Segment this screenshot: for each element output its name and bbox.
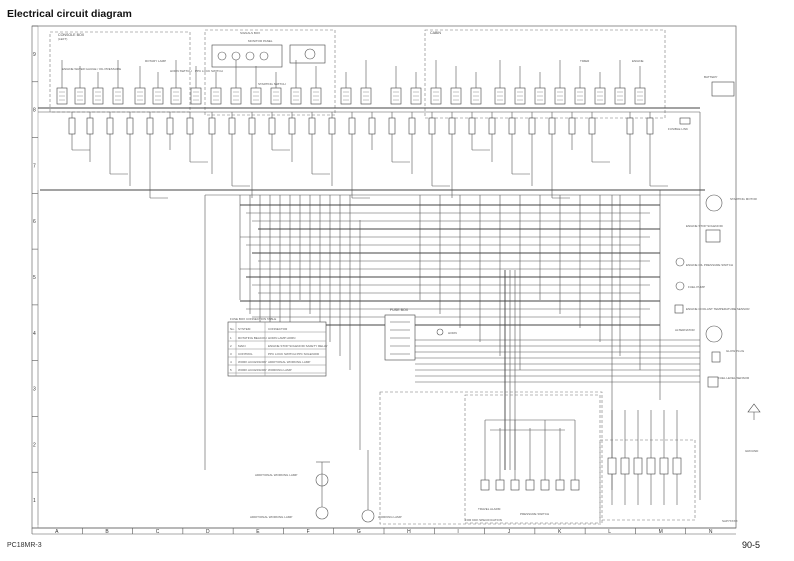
horn-label: HORN (448, 331, 457, 335)
grid-col-M: M (659, 529, 663, 535)
monitor-panel-label: MONITOR PANEL (248, 39, 273, 43)
grid-row-8: 8 (33, 108, 36, 114)
alternator-label: ALTERNATOR (675, 328, 696, 332)
vertical-wires (68, 112, 668, 199)
fuse-row-connector: ADDITIONAL WORKING LAMP (268, 360, 310, 364)
fuel-pump-label: FUEL PUMP (688, 285, 705, 289)
signal-box-label: SIGNALS BOX (240, 31, 260, 35)
kdk-wires (480, 419, 580, 491)
grid-row-1: 1 (33, 498, 36, 504)
grid-col-H: H (407, 529, 411, 535)
battery-label: BATTERY (704, 75, 718, 79)
fuse-row-no: 4 (230, 360, 232, 364)
starting-motor-label: STARTING MOTOR (730, 197, 758, 201)
fuse-row-no: 1 (230, 336, 232, 340)
fuse-table-title: FUSE BOX CONNECTION TABLE (230, 317, 276, 321)
horn-switch-label: HORN SWITCH (170, 69, 192, 73)
fuse-table-header: CONNECTOR (268, 327, 288, 331)
page-title: Electrical circuit diagram (7, 8, 132, 20)
coolant-sensor-label: ENGINE COOLANT TEMPERATURE SENSOR (686, 307, 750, 311)
fuse-box: FUSE BOX HORN (384, 308, 457, 361)
glow-plug-label: GLOW PLUG (726, 349, 745, 353)
fuse-connection-table: FUSE BOX CONNECTION TABLE No.SYSTEM CONNE… (227, 317, 328, 377)
rotary-lamp-label: ROTARY LAMP (145, 59, 166, 63)
fuse-row-connector: WORKING LAMP (268, 368, 292, 372)
grid-col-F: F (307, 529, 310, 535)
fuse-table-header: SYSTEM (238, 327, 251, 331)
grid-row-3: 3 (33, 387, 36, 393)
fuse-row-no: 5 (230, 368, 232, 372)
console-box-label: CONSOLE BOX (58, 33, 85, 37)
gauge-group-label: ENGINE WATER GAUGE / OIL PRESSURE (62, 67, 121, 71)
ground-label: GROUND (745, 449, 759, 453)
pressure-switch-label: PRESSURE SWITCH (520, 512, 549, 516)
grid-col-N: N (709, 529, 713, 535)
grid-col-D: D (206, 529, 210, 535)
cabin-label: CABIN (430, 31, 441, 35)
lower-right-box (599, 439, 696, 521)
grid-col-K: K (558, 529, 562, 535)
fuse-table-header: No. (230, 327, 235, 331)
connector-row (56, 60, 646, 105)
fuse-row-system: WORK ACCESSORY (238, 368, 267, 372)
ppc-lock-label: PPC LOCK SWITCH (195, 69, 223, 73)
drawing-number: SAP7XXXX (722, 519, 738, 523)
right-components: BATTERY FUSIBLE LINK STARTING MOTOR ENGI… (611, 75, 761, 500)
footer-model: PC18MR-3 (7, 542, 42, 549)
grid-column-labels: A B C D E F G H I J K L M N (31, 528, 713, 535)
engine-oil-pressure-label: ENGINE OIL PRESSURE SWITCH (686, 263, 733, 267)
lower-right-wires (607, 410, 682, 505)
cabin-box: CABIN TIMER ENGINE (424, 29, 666, 119)
grid-col-L: L (608, 529, 611, 535)
grid-row-4: 4 (33, 331, 36, 337)
grid-row-5: 5 (33, 275, 36, 281)
fuse-row-system: CONTROL (238, 352, 253, 356)
travel-alarm-label: TRAVEL ALARM (478, 507, 501, 511)
fuse-row-no: 2 (230, 344, 232, 348)
footer-page: 90-5 (742, 540, 761, 550)
fuse-row-no: 3 (230, 352, 232, 356)
bus-lines (37, 107, 705, 525)
grid-col-E: E (256, 529, 260, 535)
fuse-row-system: WORK ACCESSORY (238, 360, 267, 364)
grid-row-labels: 9 8 7 6 5 4 3 2 1 (32, 25, 38, 504)
fuse-row-system: ROTATING BEACON (238, 336, 267, 340)
grid-col-J: J (508, 529, 511, 535)
grid-col-B: B (105, 529, 109, 535)
grid-row-6: 6 (33, 219, 36, 225)
kdk-box: FOR KDK SPECIFICATION TRAVEL ALARM PRESS… (379, 391, 603, 525)
additional-work-lamp-label: ADDITIONAL WORKING LAMP (255, 473, 297, 477)
engine-stop-solenoid-label: ENGINE STOP SOLENOID (686, 224, 724, 228)
additional-work-lamp-2-label: ADDITIONAL WORKING LAMP (250, 515, 292, 519)
harness-wires (239, 195, 700, 470)
lamp-group: ADDITIONAL WORKING LAMP ADDITIONAL WORKI… (250, 220, 402, 523)
fuse-row-connector: HORN LAMP HORN (268, 336, 295, 340)
starting-switch-label: STARTING SWITCH (258, 82, 286, 86)
engine-label: ENGINE (632, 59, 644, 63)
grid-row-7: 7 (33, 163, 36, 169)
signal-box: SIGNALS BOX MONITOR PANEL STARTING SWITC… (204, 29, 336, 116)
for-kdk-label: FOR KDK SPECIFICATION (465, 518, 502, 522)
grid-row-9: 9 (33, 52, 36, 58)
grid-col-A: A (55, 529, 59, 535)
grid-col-I: I (457, 529, 458, 535)
grid-col-C: C (156, 529, 160, 535)
fuse-box-label: FUSE BOX (390, 308, 409, 312)
fusible-link-label: FUSIBLE LINK (668, 127, 688, 131)
fuse-row-system: MAIN (238, 344, 246, 348)
fuse-row-connector: PPC LOCK SWITCH PPC SOLENOID (268, 352, 320, 356)
fuse-row-connector: ENGINE STOP SOLENOID SAFETY RELAY (268, 344, 328, 348)
grid-row-2: 2 (33, 442, 36, 448)
fuel-level-label: FUEL LEVEL SENSOR (718, 376, 750, 380)
timer-label: TIMER (580, 59, 590, 63)
grid-col-G: G (357, 529, 361, 535)
console-box-sub: (LEFT) (58, 37, 67, 41)
working-lamp-label: WORKING LAMP (378, 515, 402, 519)
